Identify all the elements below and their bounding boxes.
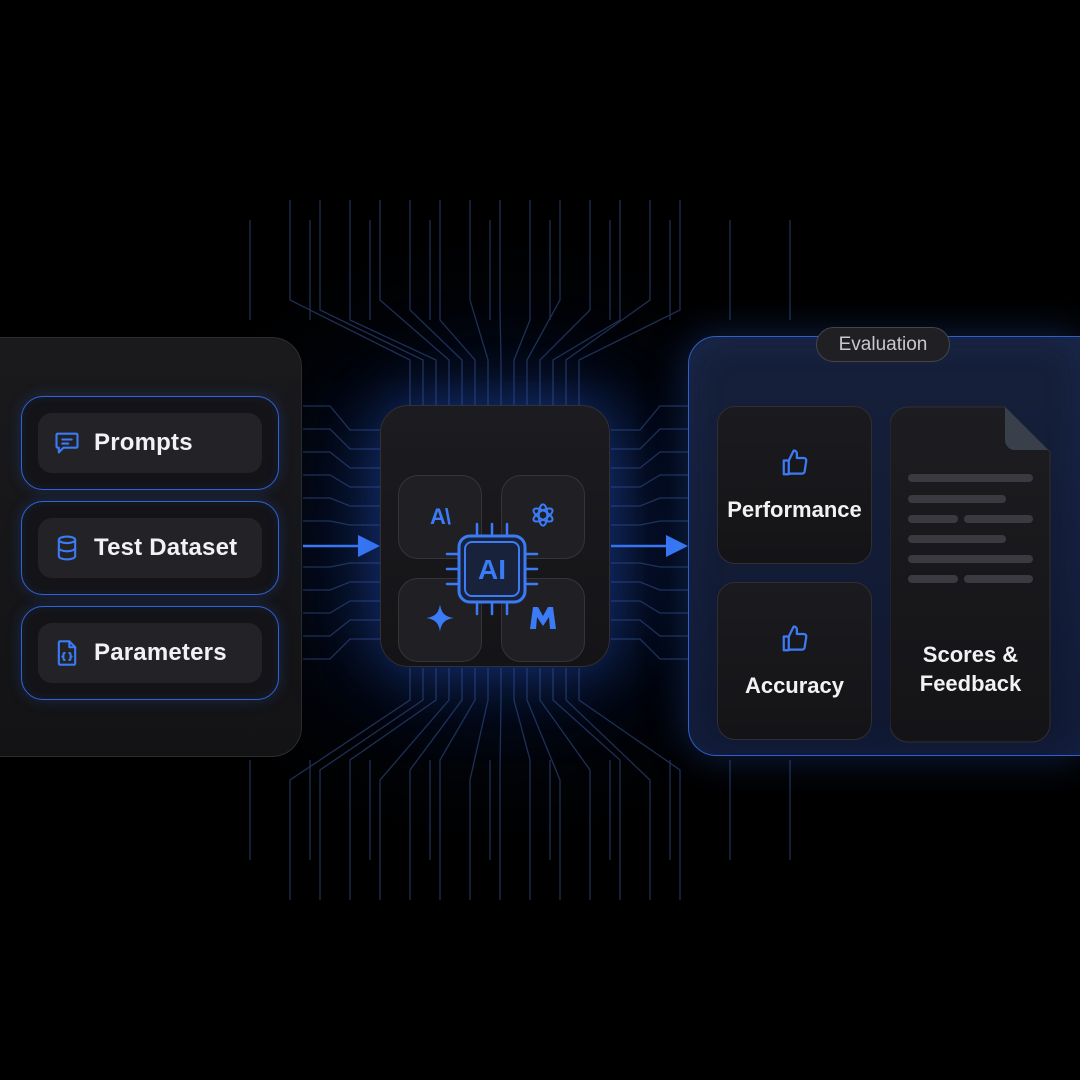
circuit-trace [578, 200, 681, 405]
circuit-trace [539, 668, 591, 900]
circuit-trace [611, 428, 688, 450]
openai-icon [527, 499, 559, 536]
circuit-trace [409, 668, 463, 900]
circuit-trace [469, 668, 489, 900]
circuit-trace [611, 520, 688, 526]
circuit-trace [499, 200, 502, 405]
circuit-trace [319, 200, 424, 405]
metric-card-accuracy[interactable]: Accuracy [717, 582, 872, 740]
circuit-trace [565, 200, 651, 405]
circuit-trace [303, 520, 380, 526]
input-item-label: Prompts [94, 429, 193, 456]
mistral-icon [528, 605, 558, 636]
document-label: Scores & Feedback [919, 642, 1022, 696]
chip-icon: AI [445, 522, 539, 616]
circuit-trace [611, 474, 688, 488]
circuit-trace [611, 405, 688, 431]
circuit-trace [439, 200, 476, 405]
circuit-trace [611, 451, 688, 469]
circuit-trace [303, 581, 380, 591]
input-item-parameters[interactable]: Parameters [21, 606, 279, 700]
model-panel: A\ [380, 405, 610, 667]
circuit-trace [552, 668, 621, 900]
circuit-trace [513, 668, 531, 900]
document-text-lines [908, 474, 1033, 583]
circuit-trace [526, 668, 561, 900]
circuit-trace [303, 638, 380, 660]
input-item-test-dataset[interactable]: Test Dataset [21, 501, 279, 595]
metric-label: Accuracy [744, 672, 845, 698]
circuit-trace [349, 200, 437, 405]
circuit-trace [611, 497, 688, 507]
circuit-trace [469, 200, 489, 405]
circuit-trace [303, 497, 380, 507]
circuit-trace [349, 668, 437, 900]
circuit-trace [552, 200, 621, 405]
code-file-icon [52, 638, 82, 668]
circuit-trace [611, 562, 688, 568]
circuit-trace [539, 200, 591, 405]
circuit-trace [289, 200, 411, 405]
input-item-prompts[interactable]: Prompts [21, 396, 279, 490]
circuit-trace [303, 600, 380, 614]
inputs-panel: Prompts Test Dataset [0, 337, 302, 757]
thumbs-up-icon [780, 624, 810, 659]
database-icon [52, 533, 82, 563]
circuit-trace [379, 200, 450, 405]
circuit-trace [379, 668, 450, 900]
gemini-sparkle-icon [425, 603, 455, 638]
circuit-trace [303, 474, 380, 488]
chat-bubble-icon [52, 428, 82, 458]
circuit-trace [303, 619, 380, 637]
circuit-trace [289, 668, 411, 900]
anthropic-icon: A\ [430, 504, 451, 529]
circuit-trace [499, 668, 502, 900]
document-icon[interactable] [890, 406, 1051, 743]
circuit-trace [611, 638, 688, 660]
metric-card-performance[interactable]: Performance [717, 406, 872, 564]
circuit-trace [409, 200, 463, 405]
circuit-trace [303, 405, 380, 431]
arrow-inputs-to-model [303, 535, 380, 557]
circuit-trace [319, 668, 424, 900]
circuit-trace [526, 200, 561, 405]
circuit-trace [303, 451, 380, 469]
ai-chip: AI [441, 518, 543, 620]
circuit-trace [565, 668, 651, 900]
input-item-label: Test Dataset [94, 534, 238, 561]
metric-label: Performance [727, 496, 862, 522]
thumbs-up-icon [780, 448, 810, 483]
circuit-trace [611, 581, 688, 591]
chip-label: AI [478, 554, 506, 585]
circuit-trace [303, 562, 380, 568]
circuit-trace [303, 428, 380, 450]
evaluation-badge: Evaluation [816, 327, 950, 362]
circuit-trace [578, 668, 681, 900]
circuit-trace [611, 600, 688, 614]
circuit-trace [439, 668, 476, 900]
arrow-model-to-evaluation [611, 535, 688, 557]
input-item-label: Parameters [94, 639, 227, 666]
circuit-trace [513, 200, 531, 405]
circuit-trace [611, 619, 688, 637]
